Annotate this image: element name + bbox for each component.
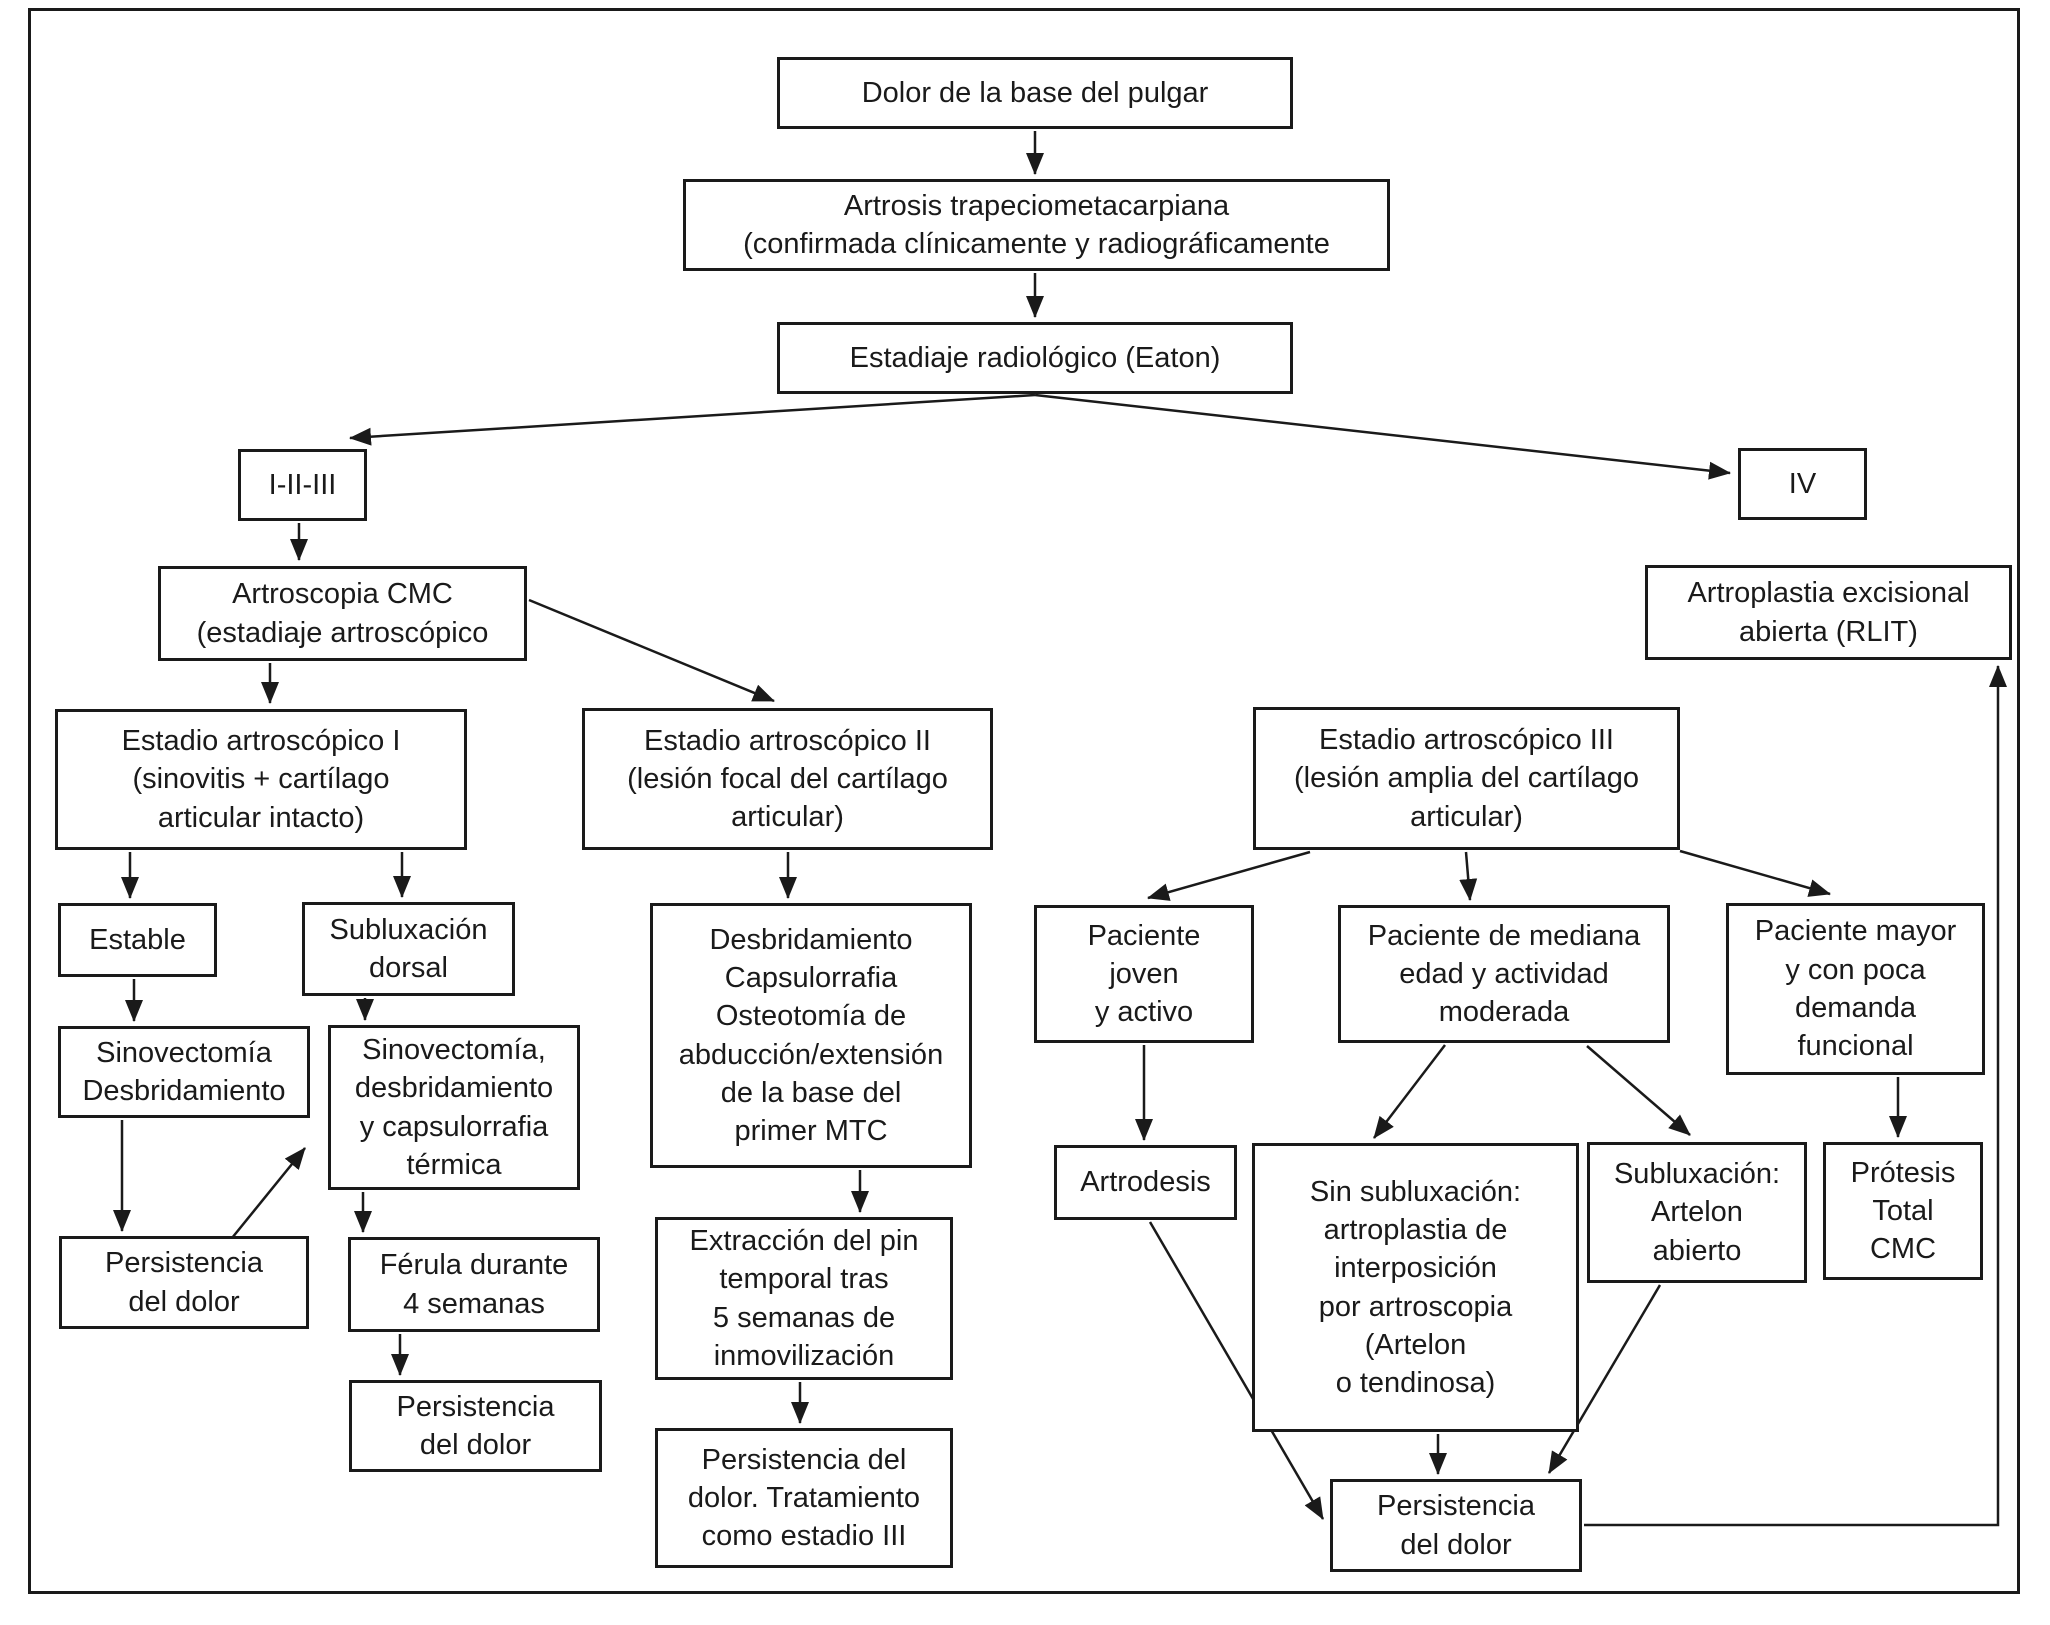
node-estadiaje-radiologico: Estadiaje radiológico (Eaton) [777,322,1293,394]
node-extraccion-pin: Extracción del pin temporal tras 5 seman… [655,1217,953,1380]
edge-estadiaje-radiologico--estadio-i-ii-iii [349,393,1036,446]
node-artroscopia-cmc: Artroscopia CMC (estadiaje artroscópico [158,566,527,661]
node-label: Prótesis Total CMC [1850,1156,1956,1266]
node-label: Persistencia del dolor [105,1247,263,1318]
node-estable: Estable [58,903,217,977]
edge-artroscopia-cmc--estadio-artroscopico-2 [528,598,775,703]
edge-paciente-mediana-edad--subluxacion-artelon [1586,1045,1691,1136]
edge-artrodesis--persistencia-dolor-4 [1148,1221,1325,1520]
node-label: Paciente joven y activo [1087,919,1201,1029]
node-label: Sinovectomía, desbridamiento y capsulorr… [354,1033,554,1181]
node-desbrid-osteotomia: Desbridamiento Capsulorrafia Osteotomía … [650,903,972,1168]
node-label: Estable [89,923,186,956]
node-label: Sin subluxación: artroplastia de interpo… [1309,1175,1522,1400]
node-label: Dolor de la base del pulgar [861,76,1209,109]
node-label: I-II-III [268,468,337,501]
node-label: Estadio artroscópico II (lesión focal de… [627,724,948,834]
node-paciente-joven: Paciente joven y activo [1034,905,1254,1043]
node-sinovectomia-desbrid: Sinovectomía Desbridamiento [58,1026,310,1118]
node-persistencia-dolor-2: Persistencia del dolor [349,1380,602,1472]
diagram-border [28,8,2020,1594]
node-label: Estadio artroscópico III (lesión amplia … [1294,724,1639,833]
node-ferula-4-semanas: Férula durante 4 semanas [348,1237,600,1332]
node-estadio-iv: IV [1738,448,1867,520]
node-label: Férula durante 4 semanas [379,1249,569,1320]
node-estadio-i-ii-iii: I-II-III [238,449,367,521]
node-label: Artroscopia CMC (estadiaje artroscópico [196,578,489,649]
node-artroplastia-rlit: Artroplastia excisional abierta (RLIT) [1645,565,2012,660]
node-label: Subluxación: Artelon abierto [1613,1158,1781,1267]
node-label: Extracción del pin temporal tras 5 seman… [689,1224,919,1372]
node-paciente-mayor: Paciente mayor y con poca demanda funcio… [1726,903,1985,1075]
edge-estadio-artroscopico-3--paciente-joven [1147,850,1311,901]
node-protesis-total-cmc: Prótesis Total CMC [1823,1142,1983,1280]
edge-estadiaje-radiologico--estadio-iv [1034,393,1731,480]
edge-estadio-artroscopico-3--paciente-mediana-edad [1459,851,1478,901]
node-estadio-artroscopico-1: Estadio artroscópico I (sinovitis + cart… [55,709,467,850]
node-artrodesis: Artrodesis [1054,1145,1237,1220]
node-label: Sinovectomía Desbridamiento [82,1036,286,1107]
node-label: Artroplastia excisional abierta (RLIT) [1687,577,1970,648]
node-sinovectomia-termica: Sinovectomía, desbridamiento y capsulorr… [328,1025,580,1190]
node-artrosis-tmc: Artrosis trapeciometacarpiana (confirmad… [683,179,1390,271]
node-label: Estadiaje radiológico (Eaton) [849,341,1221,374]
node-label: IV [1788,467,1817,500]
edge-paciente-mediana-edad--sin-subluxacion [1373,1044,1446,1139]
node-estadio-artroscopico-2: Estadio artroscópico II (lesión focal de… [582,708,993,850]
node-label: Persistencia del dolor [1377,1490,1535,1561]
node-persistencia-dolor-4: Persistencia del dolor [1330,1479,1582,1572]
node-label: Estadio artroscópico I (sinovitis + cart… [121,725,401,834]
node-estadio-artroscopico-3: Estadio artroscópico III (lesión amplia … [1253,707,1680,850]
node-persistencia-dolor-3: Persistencia del dolor. Tratamiento como… [655,1428,953,1568]
node-persistencia-dolor-1: Persistencia del dolor [59,1236,309,1329]
node-sin-subluxacion: Sin subluxación: artroplastia de interpo… [1252,1143,1579,1432]
node-label: Persistencia del dolor. Tratamiento como… [687,1443,921,1553]
edge-persistencia-dolor-4--artroplastia-rlit [1584,665,2007,1527]
node-label: Subluxación dorsal [329,913,488,984]
node-dolor-base-pulgar: Dolor de la base del pulgar [777,57,1293,129]
node-paciente-mediana-edad: Paciente de mediana edad y actividad mod… [1338,905,1670,1043]
node-subluxacion-dorsal: Subluxación dorsal [302,902,515,996]
node-label: Paciente mayor y con poca demanda funcio… [1754,915,1957,1063]
edge-estadio-artroscopico-3--paciente-mayor [1679,849,1831,897]
node-label: Artrosis trapeciometacarpiana (confirmad… [743,189,1330,260]
node-subluxacion-artelon: Subluxación: Artelon abierto [1587,1142,1807,1283]
node-label: Paciente de mediana edad y actividad mod… [1367,919,1641,1029]
edge-persistencia-dolor-1--sinovectomia-termica [231,1147,306,1239]
edge-subluxacion-artelon--persistencia-dolor-4 [1547,1284,1662,1474]
node-label: Desbridamiento Capsulorrafia Osteotomía … [678,923,944,1148]
node-label: Artrodesis [1080,1166,1211,1199]
node-label: Persistencia del dolor [396,1390,555,1461]
